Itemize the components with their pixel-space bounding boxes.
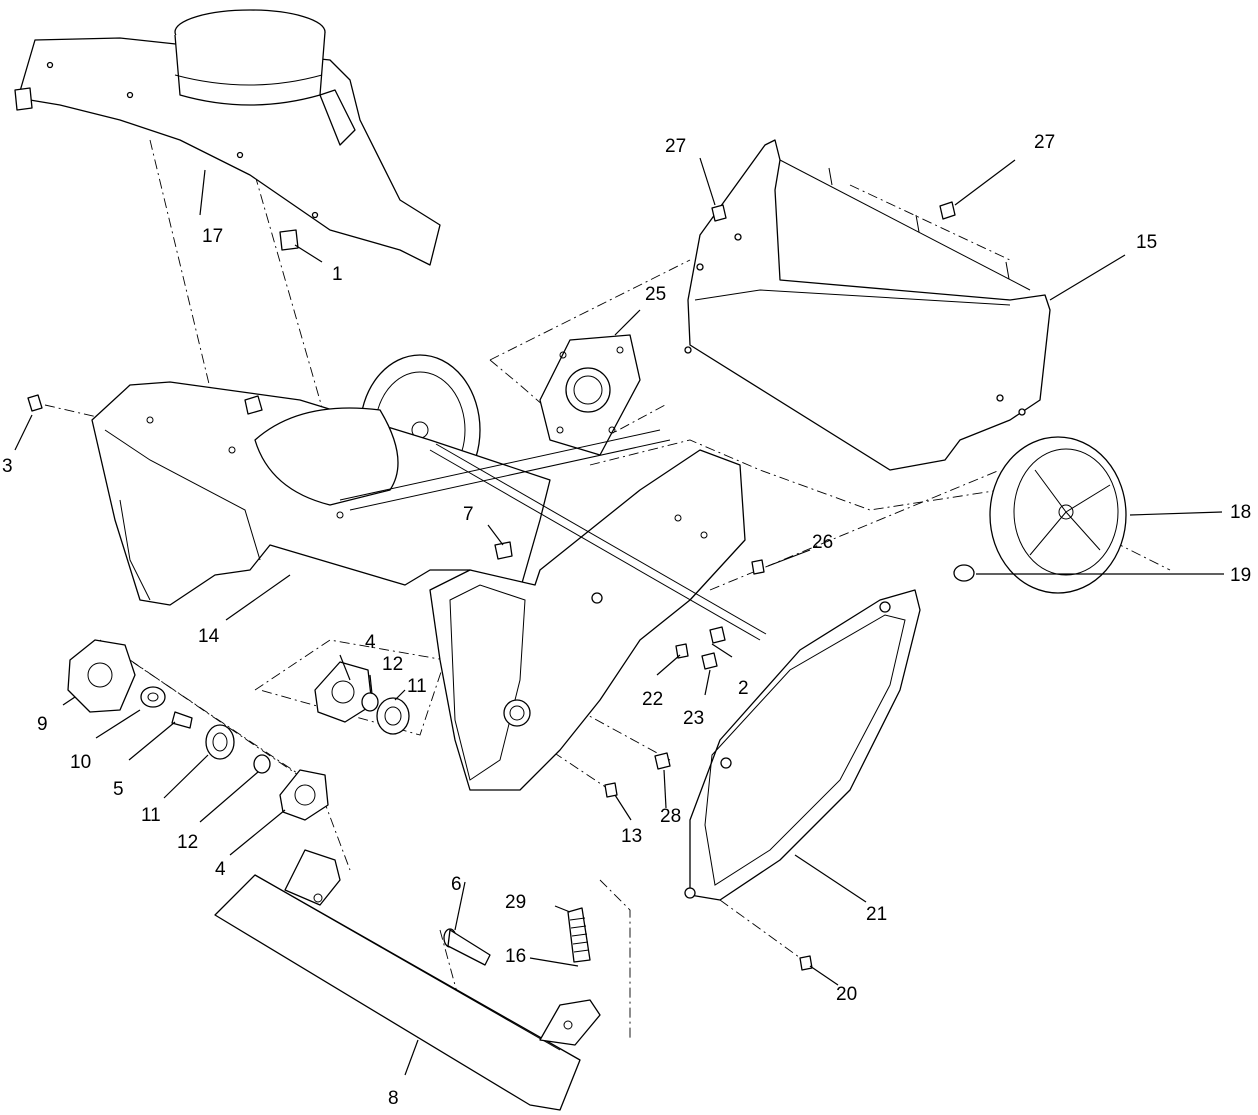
right-wheel xyxy=(989,436,1127,594)
flange-plate xyxy=(539,334,641,456)
callout-labels: 17 1 3 27 27 15 25 7 26 18 19 14 4 12 11… xyxy=(2,132,1251,1109)
callout-2: 2 xyxy=(738,678,749,699)
auger-housing xyxy=(91,381,671,606)
callout-27-left: 27 xyxy=(665,136,686,157)
callout-29: 29 xyxy=(505,892,526,913)
callout-28: 28 xyxy=(660,806,681,827)
callout-4-center: 4 xyxy=(365,632,376,653)
callout-5: 5 xyxy=(113,779,124,800)
callout-3: 3 xyxy=(2,456,13,477)
callout-20: 20 xyxy=(836,984,857,1005)
callout-11-left: 11 xyxy=(141,805,161,826)
callout-6: 6 xyxy=(451,874,462,895)
callout-12-center: 12 xyxy=(382,654,403,675)
scraper-bar xyxy=(214,849,601,1111)
callout-16: 16 xyxy=(505,946,526,967)
callout-25: 25 xyxy=(645,284,666,305)
chute-assembly xyxy=(14,9,441,266)
axle xyxy=(429,443,767,641)
callout-21: 21 xyxy=(866,904,887,925)
bearing-set-left xyxy=(67,639,329,821)
callout-14: 14 xyxy=(198,626,220,647)
callout-12-left: 12 xyxy=(177,832,198,853)
callout-7: 7 xyxy=(463,504,474,525)
callout-8: 8 xyxy=(388,1088,399,1109)
bearing-set-center xyxy=(314,661,410,735)
hardware xyxy=(27,201,956,971)
callout-22: 22 xyxy=(642,689,663,710)
belt-cover xyxy=(684,589,921,901)
callout-23: 23 xyxy=(683,708,704,729)
callout-1: 1 xyxy=(332,264,343,285)
callout-11-center: 11 xyxy=(407,676,427,697)
callout-27-right: 27 xyxy=(1034,132,1055,153)
callout-18: 18 xyxy=(1230,502,1251,523)
spring xyxy=(567,907,591,963)
callout-15: 15 xyxy=(1136,232,1157,253)
callout-17: 17 xyxy=(202,226,223,247)
callout-9: 9 xyxy=(37,714,48,735)
callout-19: 19 xyxy=(1230,565,1251,586)
callout-26: 26 xyxy=(812,532,833,553)
callout-4-left: 4 xyxy=(215,859,226,880)
callout-10: 10 xyxy=(70,752,91,773)
callout-13: 13 xyxy=(621,826,642,847)
pin xyxy=(443,928,491,966)
side-frame xyxy=(429,449,746,791)
rear-cover xyxy=(684,139,1051,471)
hub-cap xyxy=(953,564,975,582)
leader-lines xyxy=(14,157,1224,1076)
